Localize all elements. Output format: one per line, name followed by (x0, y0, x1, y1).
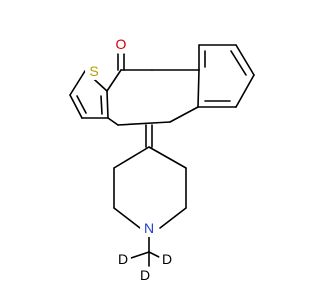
nitrogen-mask (140, 219, 158, 237)
bond-benz-4 (235, 44, 255, 76)
deuterium-1-mask (115, 251, 131, 267)
bond-thio-2 (69, 70, 86, 96)
deuterium-label-3: D (140, 267, 150, 283)
bond-c5-c6 (107, 117, 119, 126)
deuterium-label-1: D (118, 251, 128, 267)
nitrogen-label: N (144, 220, 154, 236)
bond-benz-1 (197, 69, 200, 108)
bond-pip-6 (148, 146, 187, 169)
bond-thio-5-inner (100, 95, 103, 115)
bond-benz-3 (235, 74, 255, 108)
bond-c1-c4 (106, 69, 122, 92)
chemical-structure: O S N D D D (69, 34, 255, 283)
bond-pip-1 (113, 146, 150, 169)
bond-pip-4 (159, 207, 187, 229)
deuterium-3-mask (137, 267, 153, 283)
bond-thio-5 (106, 90, 109, 119)
deuterium-label-2: D (162, 251, 172, 267)
atom-masks (85, 34, 175, 283)
bond-thio-3 (69, 94, 83, 119)
bond-c7-benz (169, 106, 199, 123)
bond-c6-c7 (117, 121, 171, 126)
bond-c-d2 (148, 251, 162, 259)
oxygen-mask (111, 34, 131, 54)
bond-benz-inner-2 (230, 50, 247, 76)
bond-lines (69, 44, 255, 267)
atom-labels: O S N D D D (89, 36, 172, 283)
bond-c-d1 (130, 251, 150, 259)
deuterium-2-mask (159, 251, 175, 267)
oxygen-label: O (116, 36, 127, 52)
sulfur-label: S (89, 63, 98, 79)
bond-pip-3 (113, 207, 141, 229)
bond-thio-3-inner (76, 95, 87, 114)
sulfur-mask (85, 62, 103, 80)
